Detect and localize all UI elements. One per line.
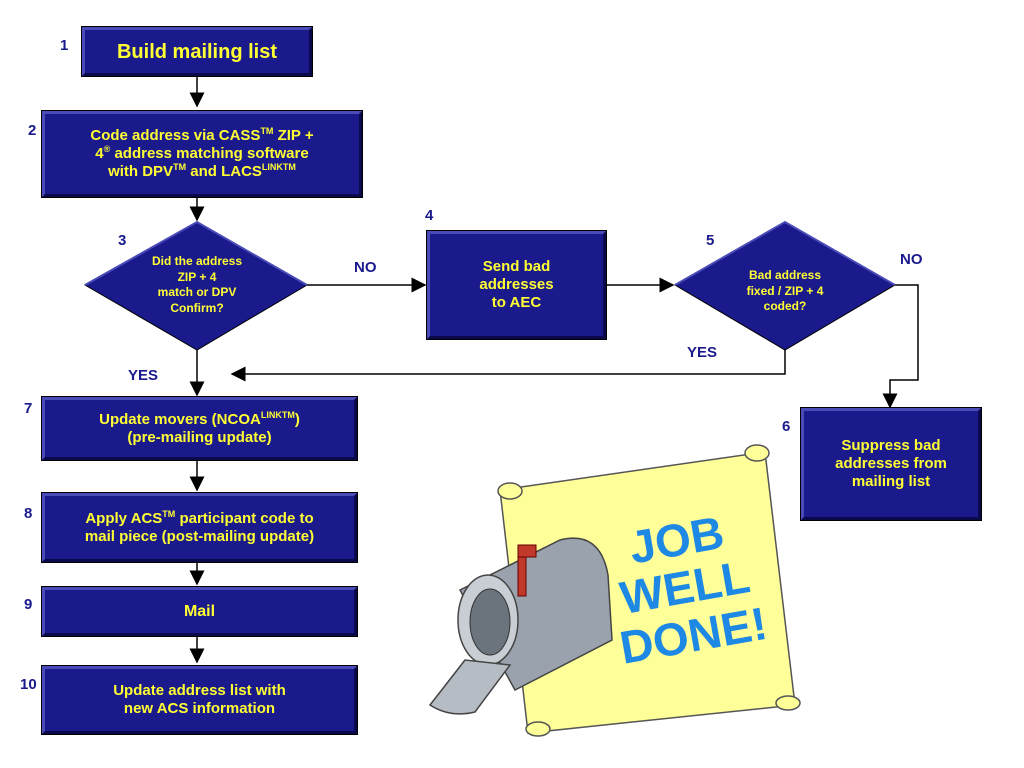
decision-3-line-2: ZIP + 4 — [177, 269, 217, 284]
step-2-tm-1: TM — [260, 126, 274, 136]
step-2-text-1a: Code address via CASS — [90, 127, 261, 144]
step-2-reg: ® — [103, 144, 111, 154]
label-no-3: NO — [354, 259, 377, 276]
step-2-tm-2: TM — [173, 162, 187, 172]
step-4-line-2: addresses — [479, 276, 554, 293]
step-7-text-1b: ) — [294, 410, 300, 428]
scroll-banner — [497, 444, 801, 737]
label-yes-3: YES — [128, 367, 159, 384]
mailbox-icon — [428, 537, 613, 715]
step-2-text-1b: ZIP + — [273, 127, 314, 144]
step-8-line-2: mail piece (post-mailing update) — [84, 527, 315, 545]
step-number-10: 10 — [20, 676, 37, 693]
decision-5-line-2: fixed / ZIP + 4 — [746, 283, 824, 298]
step-box-mail: Mail — [41, 586, 358, 637]
step-9-label: Mail — [183, 602, 216, 620]
decision-5-line-1: Bad address — [748, 268, 822, 282]
step-number-2: 2 — [28, 122, 37, 139]
decision-3-text: Did the address ZIP + 4 match or DPV Con… — [120, 254, 274, 316]
step-2-text-3b: and LACS — [186, 163, 262, 180]
step-2-link: LINKTM — [261, 162, 296, 172]
step-box-code-address: Code address via CASSTM ZIP + 4® address… — [41, 110, 363, 198]
decision-3-line-3: match or DPV — [157, 285, 237, 300]
step-box-send-to-aec: Send bad addresses to AEC — [426, 230, 607, 340]
step-4-line-3: to AEC — [491, 294, 542, 311]
step-number-8: 8 — [24, 505, 33, 522]
step-box-apply-acs: Apply ACSTM participant code to mail pie… — [41, 492, 358, 563]
step-6-line-2: addresses from — [835, 455, 947, 472]
step-2-text-2a: 4 — [95, 145, 104, 162]
arrow-5-yes — [230, 350, 786, 382]
step-6-line-3: mailing list — [851, 473, 931, 490]
step-10-line-2: new ACS information — [123, 700, 276, 717]
step-box-update-address-list: Update address list with new ACS informa… — [41, 665, 358, 735]
step-4-line-1: Send bad — [482, 258, 551, 275]
step-8-text-1a: Apply ACS — [85, 509, 163, 527]
step-6-line-1: Suppress bad — [841, 437, 941, 454]
step-number-9: 9 — [24, 596, 33, 613]
step-7-line-2: (pre-mailing update) — [127, 428, 272, 446]
step-8-text-1b: participant code to — [175, 509, 314, 527]
step-box-suppress-bad: Suppress bad addresses from mailing list — [800, 407, 982, 521]
step-number-7: 7 — [24, 400, 33, 417]
step-box-build-mailing-list: Build mailing list — [81, 26, 313, 77]
decision-3-line-4: Confirm? — [170, 300, 224, 315]
step-10-line-1: Update address list with — [113, 682, 286, 699]
arrow-5-6 — [882, 284, 919, 409]
step-7-text-1a: Update movers (NCOA — [99, 410, 261, 428]
step-number-3: 3 — [118, 232, 127, 249]
step-1-label: Build mailing list — [116, 40, 277, 63]
step-number-4: 4 — [425, 207, 434, 224]
label-yes-5: YES — [687, 344, 718, 361]
decision-5-line-3: coded? — [763, 299, 807, 314]
job-well-done-text: JOB WELL DONE! — [584, 500, 786, 674]
decision-5-text: Bad address fixed / ZIP + 4 coded? — [715, 268, 855, 315]
step-number-5: 5 — [706, 232, 715, 249]
step-number-6: 6 — [782, 418, 791, 435]
step-number-1: 1 — [60, 37, 69, 54]
label-no-5: NO — [900, 251, 923, 268]
step-2-text-2b: address matching software — [110, 145, 309, 162]
step-8-tm: TM — [162, 508, 176, 519]
decision-3-line-1: Did the address — [151, 254, 243, 268]
step-2-text-3a: with DPV — [108, 163, 174, 180]
step-box-update-movers: Update movers (NCOALINKTM) (pre-mailing … — [41, 396, 358, 461]
step-7-link: LINKTM — [260, 409, 295, 420]
